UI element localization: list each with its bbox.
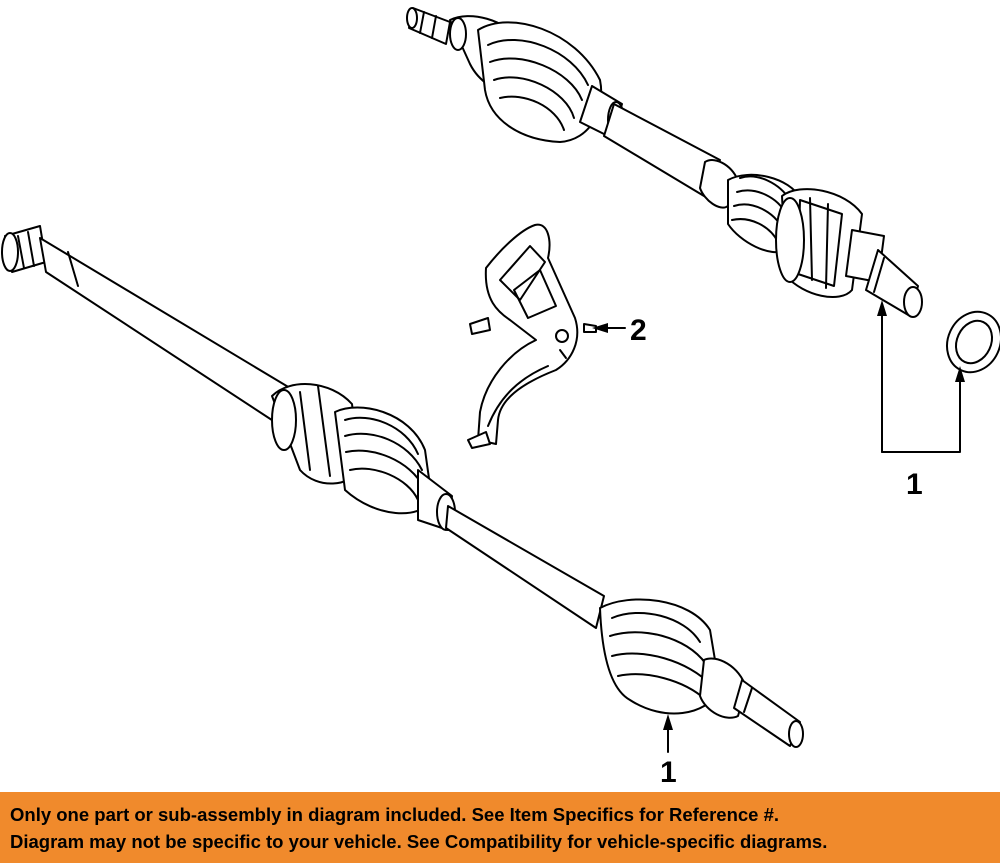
disclaimer-banner: Only one part or sub-assembly in diagram… [0, 792, 1000, 863]
disclaimer-line-2: Diagram may not be specific to your vehi… [10, 831, 828, 852]
lower-axle-shaft [1, 225, 804, 748]
upper-callout-leader [877, 300, 965, 453]
exploded-parts-diagram: 1 2 [1, 7, 1000, 789]
center-bracket [467, 223, 597, 449]
seal-ring [946, 310, 1000, 374]
bracket-callout: 2 [630, 314, 647, 347]
lower-callout-leader [663, 714, 673, 753]
bracket-callout-leader [592, 323, 626, 333]
upper-axle-callout: 1 [906, 468, 923, 501]
lower-axle-callout: 1 [660, 756, 677, 789]
upper-axle-shaft [406, 7, 923, 318]
disclaimer-line-1: Only one part or sub-assembly in diagram… [10, 804, 780, 825]
